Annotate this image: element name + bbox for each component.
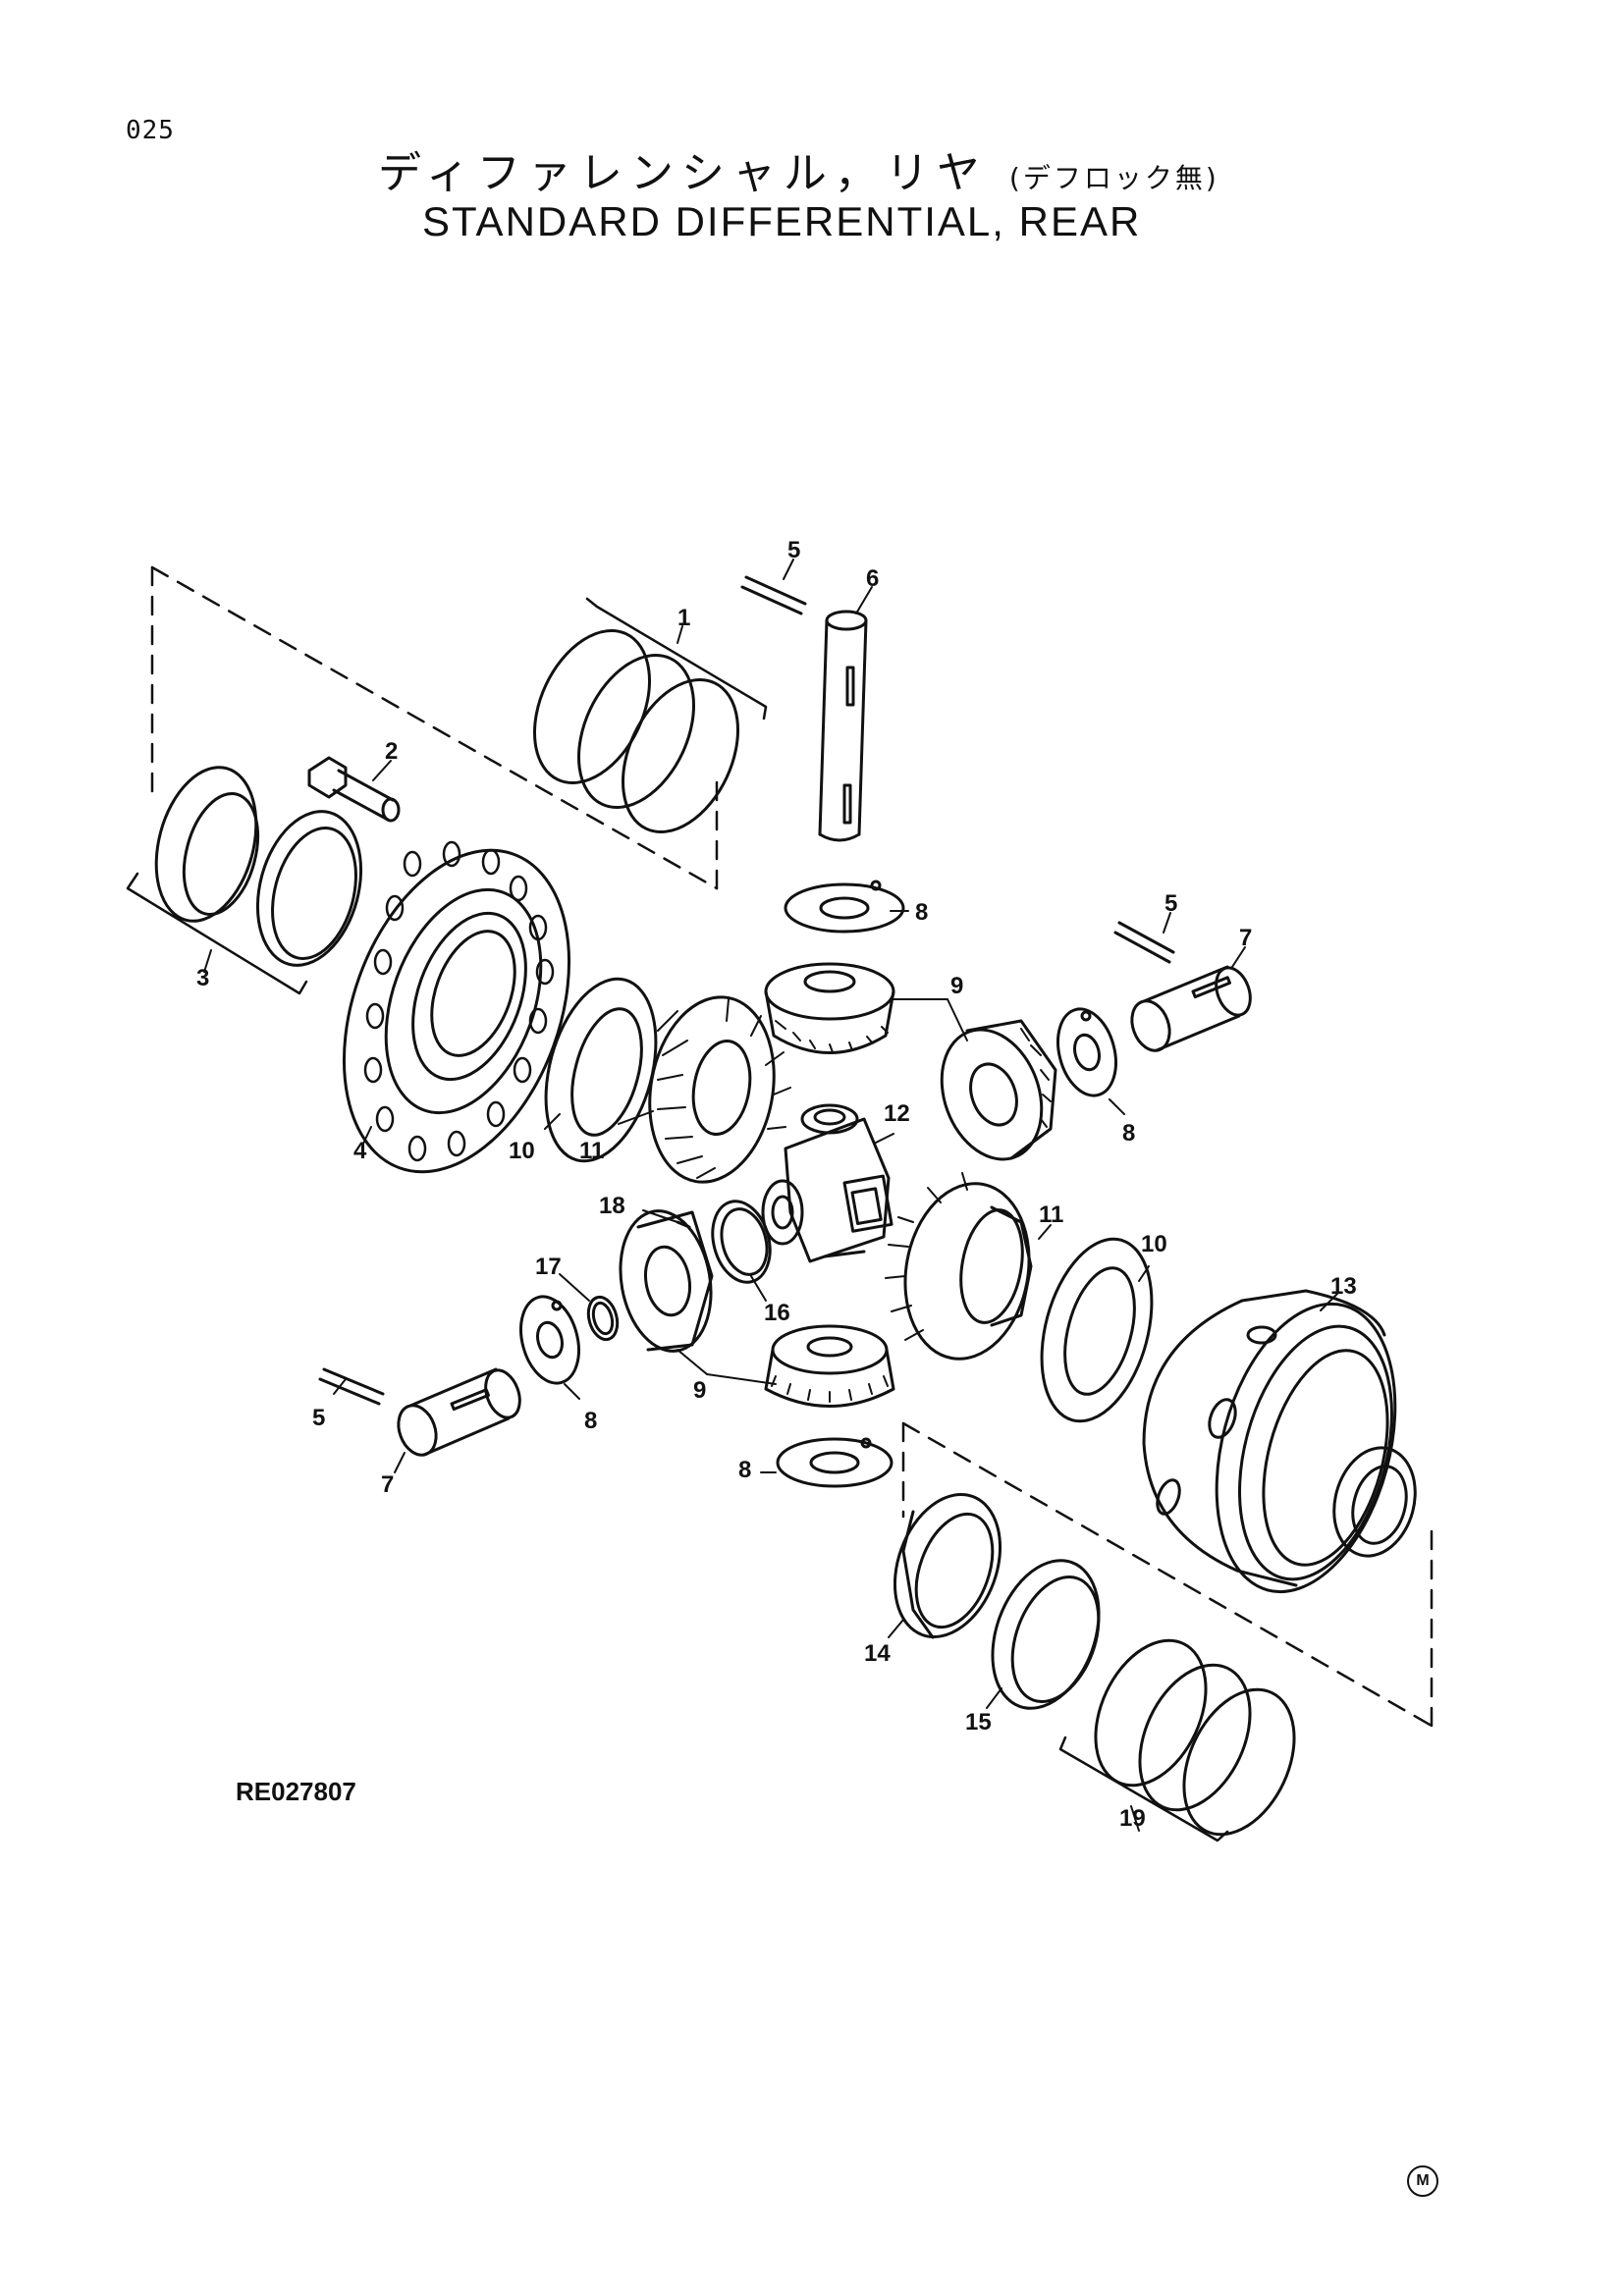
callout-5-right: 5 [1164, 890, 1177, 917]
part-8-washer-bottom [776, 1437, 893, 1488]
part-5-pin-top [740, 575, 807, 615]
callout-3: 3 [196, 965, 209, 991]
part-4-flange-case [342, 840, 571, 1174]
leader-lines [203, 559, 1338, 1832]
part-9-pinion-gear-top [764, 962, 895, 1054]
part-9-side-gear-left [619, 1209, 714, 1353]
callout-8-right: 8 [1122, 1120, 1135, 1147]
part-13-case-housing [1142, 1289, 1417, 1594]
part-9-pinion-gear-bottom [764, 1324, 895, 1408]
part-8-washer-left [519, 1295, 580, 1385]
part-3-bearing [126, 766, 363, 995]
page-number: 025 [126, 116, 175, 145]
callout-16: 16 [764, 1300, 790, 1326]
callout-17: 17 [535, 1254, 562, 1280]
part-5-pin-right [1113, 921, 1175, 964]
part-7-pin-right [1130, 965, 1252, 1052]
title-japanese: ディファレンシャル，リヤ (デフロック無) [378, 137, 1219, 200]
part-12-spider [761, 1103, 893, 1263]
part-7-pin-left [397, 1367, 521, 1457]
part-14-bearing-cone [893, 1492, 1002, 1639]
callout-9-bottom: 9 [693, 1377, 706, 1404]
callout-9-top: 9 [950, 973, 963, 999]
callout-5-left: 5 [312, 1405, 325, 1431]
title-english: STANDARD DIFFERENTIAL, REAR [422, 198, 1142, 244]
callout-15: 15 [965, 1709, 992, 1735]
callout-11-left: 11 [579, 1138, 604, 1164]
callout-7-right: 7 [1239, 925, 1252, 951]
drawing-code: RE027807 [236, 1777, 356, 1806]
callout-13: 13 [1330, 1273, 1357, 1300]
callout-4: 4 [353, 1138, 367, 1164]
callout-10-left: 10 [509, 1138, 535, 1164]
callout-8-bottom: 8 [738, 1457, 751, 1483]
callout-8-top: 8 [915, 899, 928, 926]
callout-19: 19 [1119, 1805, 1146, 1832]
part-5-pin-left [318, 1367, 385, 1406]
callout-2: 2 [385, 738, 398, 765]
callout-8-left: 8 [584, 1408, 597, 1434]
part-9-pinion-gear-right [940, 1019, 1057, 1161]
callout-10-right: 10 [1141, 1231, 1167, 1257]
part-2-bolt [307, 756, 401, 823]
callout-6: 6 [866, 565, 879, 592]
part-16-snap-ring [711, 1200, 772, 1284]
title-jp-main: ディファレンシャル，リヤ [378, 148, 988, 198]
title-jp-note: (デフロック無) [1008, 162, 1219, 194]
part-17-o-ring [586, 1295, 620, 1342]
callout-11-right: 11 [1039, 1201, 1063, 1228]
callout-14: 14 [864, 1640, 891, 1667]
callout-12: 12 [884, 1100, 910, 1127]
part-6-shaft [818, 610, 868, 842]
m-circle-mark: M [1407, 2165, 1438, 2197]
part-18-pin [676, 1220, 691, 1229]
part-1-seal-rings [533, 597, 768, 833]
part-10-washer-right [1040, 1237, 1154, 1423]
callout-18: 18 [599, 1193, 625, 1219]
callout-7-left: 7 [381, 1471, 394, 1498]
part-11-side-gear-right [885, 1172, 1033, 1361]
part-15-bearing-cup [991, 1559, 1101, 1710]
part-8-washer-top [784, 880, 905, 934]
callout-5-top: 5 [787, 537, 800, 563]
part-11-side-gear-left [648, 995, 791, 1184]
part-8-washer-right [1056, 1007, 1117, 1097]
part-19-seal-rings [1058, 1638, 1296, 1842]
callout-1: 1 [677, 605, 690, 631]
